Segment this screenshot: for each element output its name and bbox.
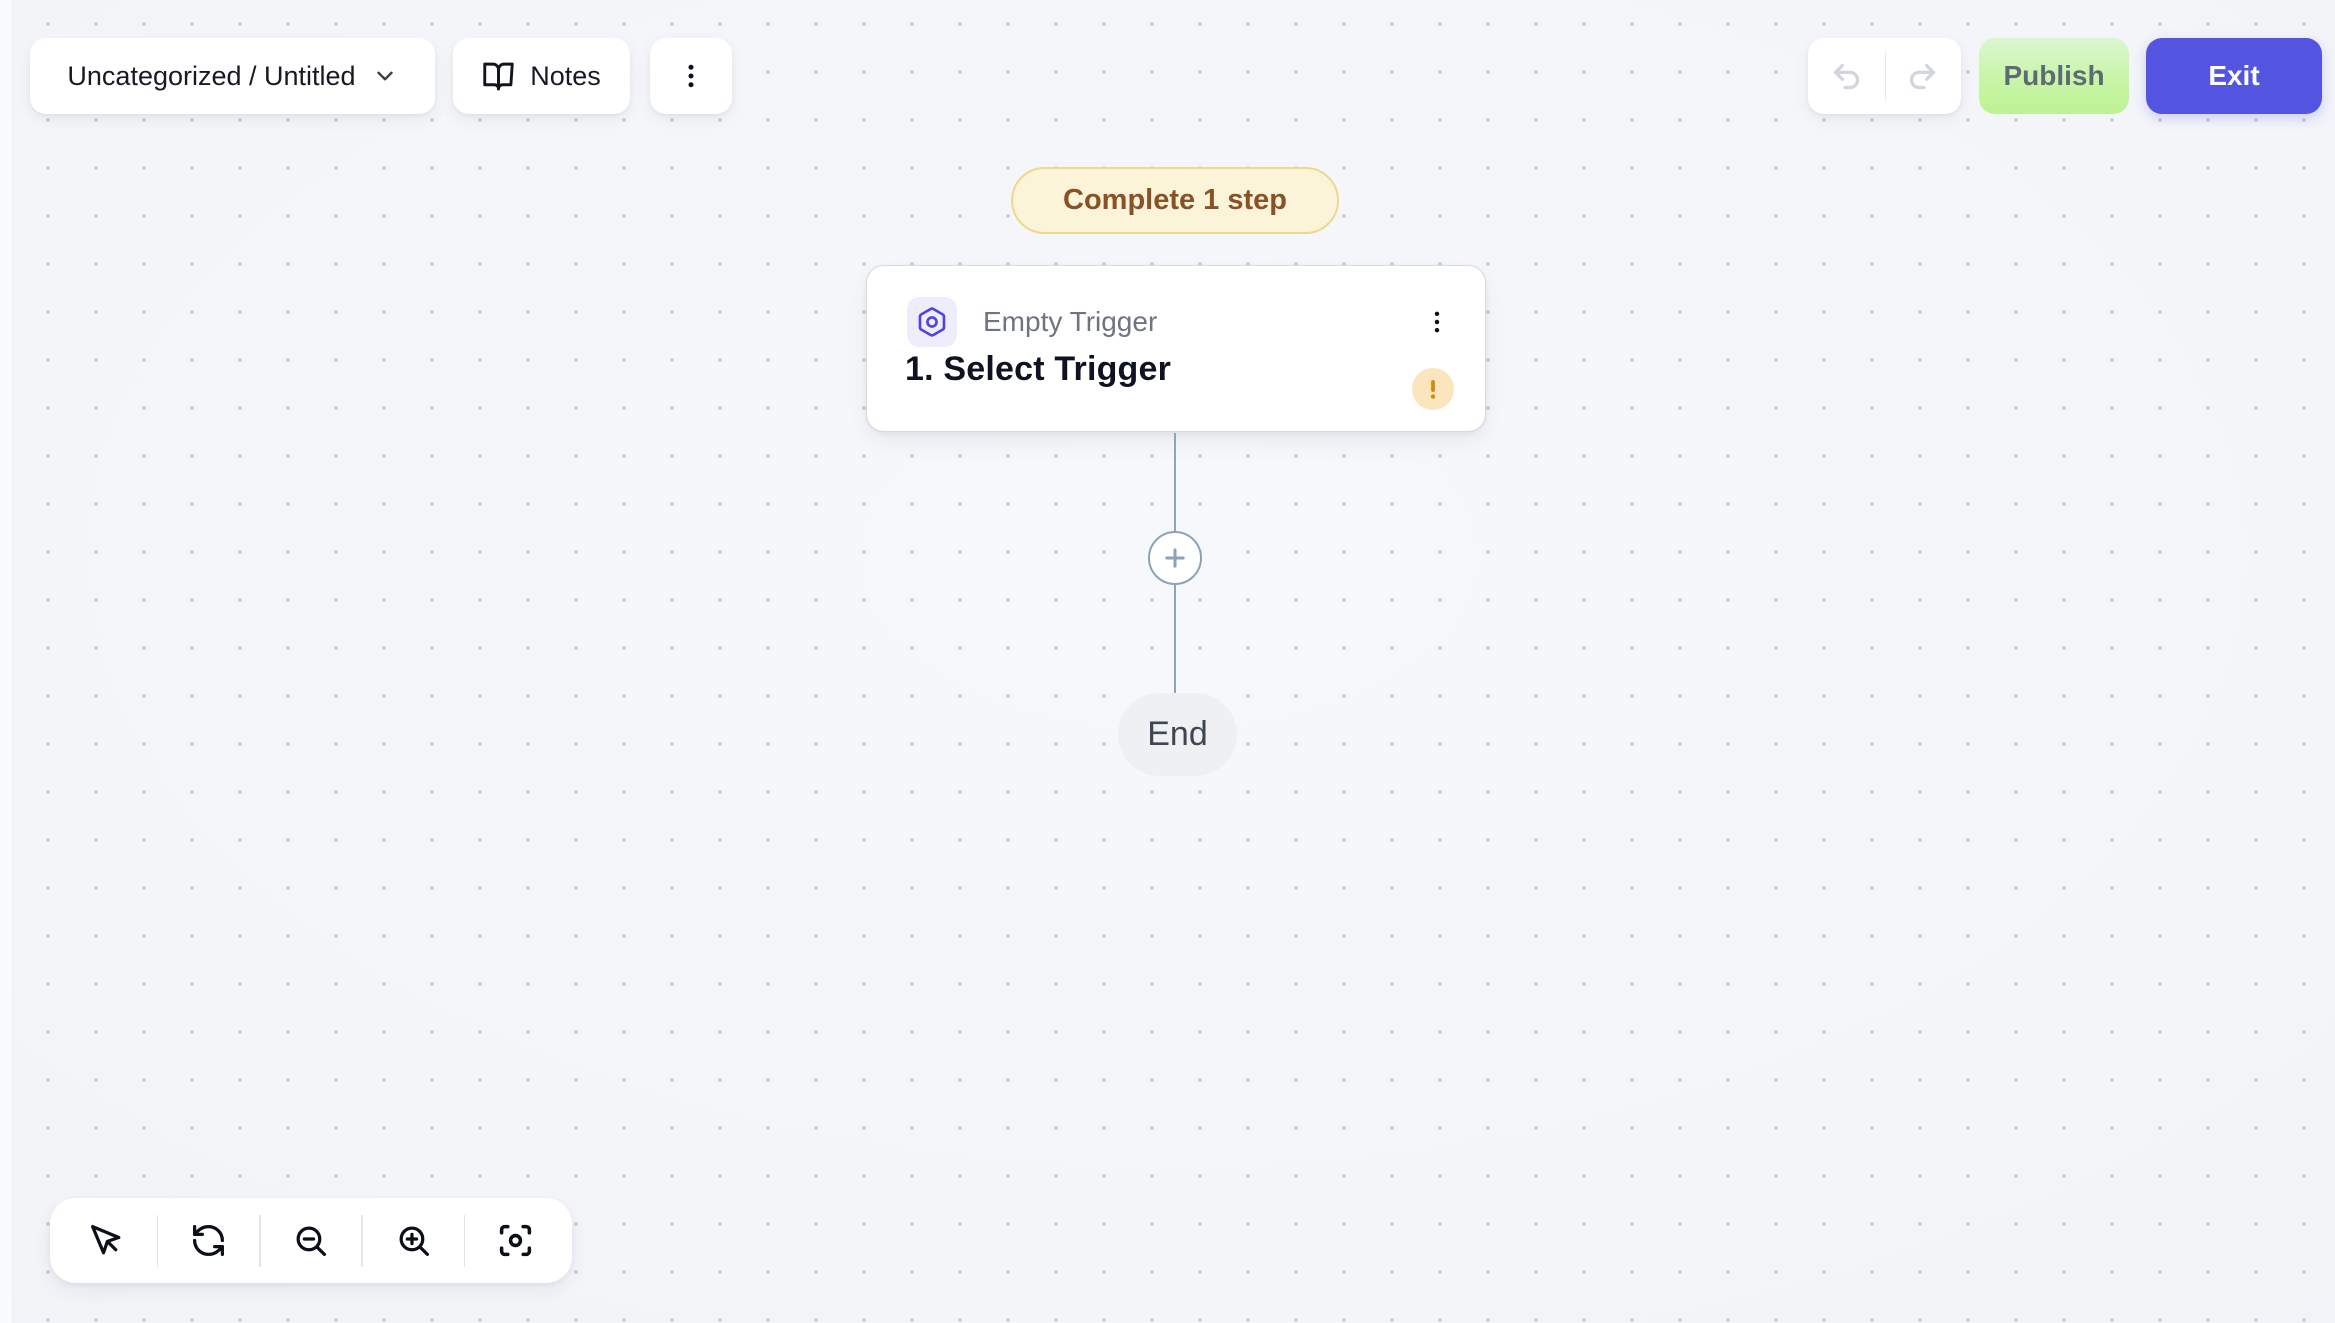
undo-arrow-icon xyxy=(1830,60,1863,93)
incomplete-steps-badge[interactable]: Complete 1 step xyxy=(1011,167,1339,234)
trigger-step-title: 1. Select Trigger xyxy=(905,350,1172,388)
trigger-node-card[interactable]: Empty Trigger 1. Select Trigger xyxy=(866,265,1486,432)
end-node: End xyxy=(1118,693,1237,776)
toolbar-divider xyxy=(259,1214,261,1267)
mouse-pointer-icon xyxy=(88,1222,125,1259)
project-selector-button[interactable]: Uncategorized / Untitled xyxy=(30,38,435,114)
canvas-toolbar xyxy=(50,1198,572,1283)
reset-view-button[interactable] xyxy=(158,1198,259,1283)
trigger-type-label: Empty Trigger xyxy=(983,306,1158,337)
book-open-icon xyxy=(482,60,515,93)
more-options-button[interactable] xyxy=(650,38,732,114)
incomplete-steps-label: Complete 1 step xyxy=(1063,184,1287,216)
exit-button[interactable]: Exit xyxy=(2146,38,2322,114)
warning-exclamation-icon xyxy=(1421,377,1445,401)
select-tool-button[interactable] xyxy=(56,1198,157,1283)
trigger-icon-box xyxy=(907,297,957,347)
history-divider xyxy=(1884,51,1886,101)
warning-badge xyxy=(1412,368,1454,410)
trigger-card-header: Empty Trigger xyxy=(907,297,1459,347)
refresh-icon xyxy=(190,1222,227,1259)
zoom-in-button[interactable] xyxy=(363,1198,464,1283)
zoom-out-button[interactable] xyxy=(261,1198,362,1283)
plus-icon xyxy=(1161,544,1189,572)
focus-frame-icon xyxy=(497,1222,534,1259)
chevron-down-icon xyxy=(372,63,398,89)
ellipsis-vertical-icon xyxy=(1423,308,1451,336)
toolbar-divider xyxy=(156,1214,159,1267)
connector-line xyxy=(1174,433,1176,531)
trigger-menu-button[interactable] xyxy=(1415,297,1459,347)
undo-button[interactable] xyxy=(1808,38,1885,114)
zoom-in-icon xyxy=(395,1222,432,1259)
toolbar-divider xyxy=(463,1214,466,1267)
redo-button[interactable] xyxy=(1885,38,1962,114)
publish-button[interactable]: Publish xyxy=(1979,38,2129,114)
add-step-button[interactable] xyxy=(1148,531,1202,585)
redo-arrow-icon xyxy=(1906,60,1939,93)
notes-button[interactable]: Notes xyxy=(453,38,630,114)
hexagon-nut-icon xyxy=(916,306,948,338)
history-button-group xyxy=(1808,38,1961,114)
exit-button-label: Exit xyxy=(2208,60,2260,91)
project-selector-label: Uncategorized / Untitled xyxy=(67,60,356,91)
end-node-label: End xyxy=(1147,715,1208,753)
notes-button-label: Notes xyxy=(530,60,601,91)
fit-to-view-button[interactable] xyxy=(465,1198,566,1283)
ellipsis-vertical-icon xyxy=(676,61,706,91)
publish-button-label: Publish xyxy=(2003,60,2105,91)
connector-line xyxy=(1174,585,1176,693)
left-edge-strip xyxy=(0,0,13,1323)
toolbar-divider xyxy=(361,1214,363,1267)
zoom-out-icon xyxy=(292,1222,329,1259)
